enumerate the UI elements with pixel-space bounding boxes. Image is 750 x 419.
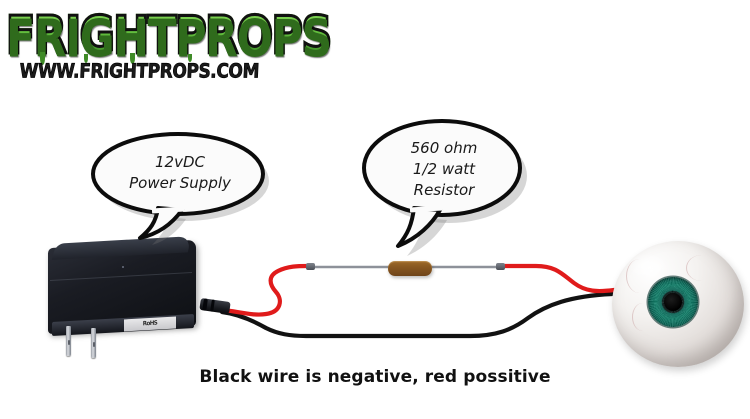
eyeball-prop[interactable]: [612, 241, 744, 367]
ac-prong-left-hole: [67, 340, 70, 345]
callout-resistor-shape: [362, 119, 527, 256]
callout-power-supply-text: 12vDC Power Supply: [102, 152, 258, 194]
negative-wire-path: [219, 291, 615, 339]
resistor-body: [388, 261, 432, 276]
sclera-vein-1: [626, 259, 653, 293]
logo-drip-3: [130, 53, 135, 64]
eyeball-iris: [648, 277, 698, 327]
callout-resistor-line-1: 560 ohm: [410, 139, 478, 157]
callout-resistor-line-3: Resistor: [413, 181, 475, 199]
dc-barrel-ring-2: [210, 299, 215, 312]
callout-power-supply-line-1: 12vDC: [155, 153, 205, 171]
polarity-caption: Black wire is negative, red possitive: [199, 367, 551, 387]
crimp-connector-right: [496, 263, 505, 270]
logo-drip-1: [40, 52, 45, 65]
ac-prong-right: [91, 328, 96, 358]
power-supply-adapter[interactable]: RoHS: [40, 236, 231, 358]
ac-prong-right-hole: [92, 342, 95, 347]
power-supply-led-dot: [122, 266, 124, 268]
eyeball-pupil: [664, 293, 682, 311]
resistor-component[interactable]: [388, 258, 432, 278]
frightprops-logo[interactable]: FRIGHTPROPS WWW.FRIGHTPROPS.COM: [5, 4, 334, 86]
callout-power-supply-line-2: Power Supply: [129, 174, 231, 192]
callout-resistor-line-2: 1/2 watt: [412, 160, 476, 178]
ac-prong-left: [66, 326, 71, 356]
crimp-connector-left: [306, 263, 315, 270]
logo-drip-2: [84, 54, 88, 63]
callout-power-supply-shape: [91, 132, 269, 245]
positive-wire-right-path: [499, 263, 617, 294]
dc-barrel-ring-1: [202, 298, 208, 311]
positive-wire-left-path: [221, 263, 311, 317]
callout-power-supply[interactable]: 12vDC Power Supply: [91, 132, 269, 245]
callout-resistor-text: 560 ohm 1/2 watt Resistor: [380, 138, 508, 201]
logo-wordmark: FRIGHTPROPS: [5, 4, 334, 72]
eyeball-specular-highlight: [628, 253, 668, 279]
callout-resistor[interactable]: 560 ohm 1/2 watt Resistor: [362, 119, 527, 256]
sclera-vein-3: [686, 255, 717, 281]
eyeball-sclera: [612, 241, 744, 367]
logo-drip-4: [188, 54, 192, 62]
sclera-vein-2: [632, 303, 653, 331]
logo-wordmark-text: FRIGHTPROPS: [5, 4, 334, 67]
